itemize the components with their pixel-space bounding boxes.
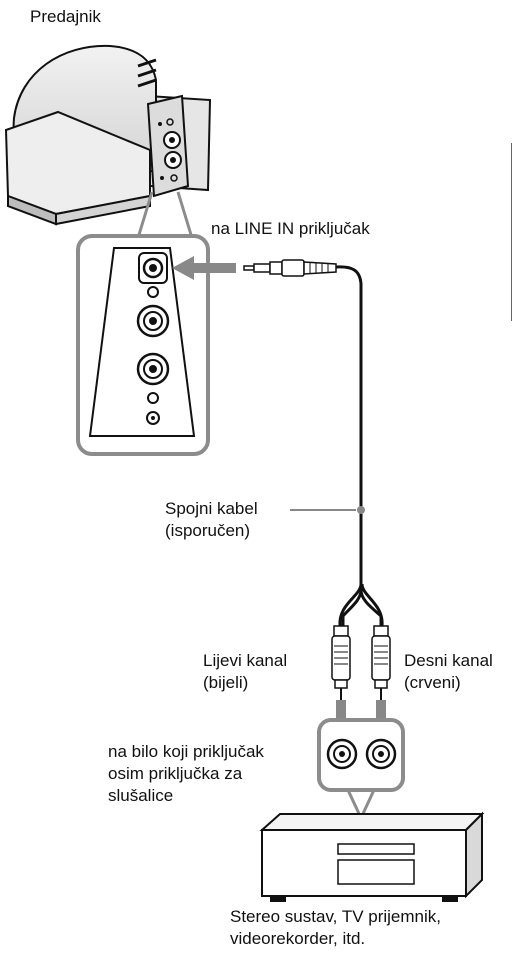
line-in-jack bbox=[138, 252, 168, 284]
mini-plug bbox=[243, 259, 337, 277]
cable-leader-dot bbox=[357, 506, 365, 514]
cable-label: Spojni kabel (isporučen) bbox=[165, 499, 258, 540]
page-edge-tab bbox=[511, 143, 518, 321]
right-channel-label: Desni kanal (crveni) bbox=[404, 651, 493, 692]
line-in-label: na LINE IN priključak bbox=[211, 219, 370, 238]
arrow-line-in bbox=[172, 256, 236, 280]
rca-jack-panel bbox=[317, 718, 405, 792]
device-label: Stereo sustav, TV prijemnik, videorekord… bbox=[230, 907, 442, 948]
cable bbox=[335, 265, 383, 626]
jack-panel-magnified bbox=[76, 234, 210, 456]
rca-plug-right bbox=[371, 625, 391, 702]
output-jack-1 bbox=[136, 304, 170, 338]
output-jack-2 bbox=[136, 352, 170, 386]
stereo-system-device bbox=[259, 811, 485, 902]
left-channel-label: Lijevi kanal (bijeli) bbox=[203, 651, 288, 692]
rca-plug-left bbox=[331, 625, 351, 702]
transmitter-device bbox=[4, 44, 212, 226]
transmitter-label: Predajnik bbox=[30, 7, 101, 26]
jack-instruction-label: na bilo koji priključak osim priključka … bbox=[108, 742, 264, 805]
